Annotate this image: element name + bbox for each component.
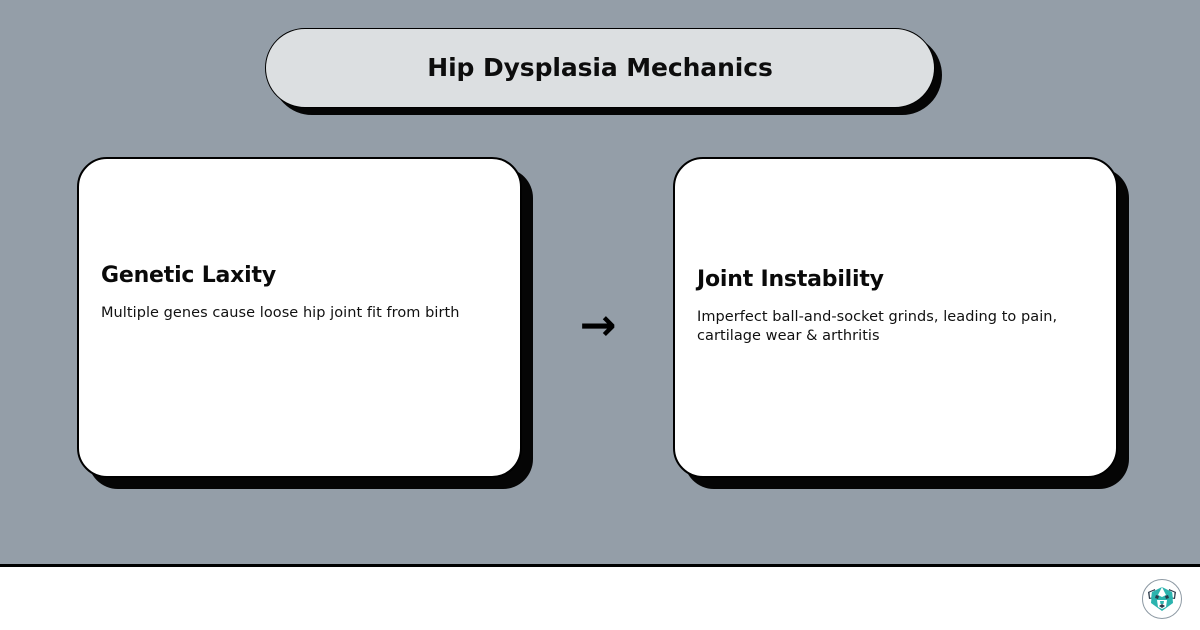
page-title: Hip Dysplasia Mechanics	[427, 53, 773, 83]
flow-card-body: Multiple genes cause loose hip joint fit…	[101, 305, 460, 322]
page-title-pill: Hip Dysplasia Mechanics	[265, 28, 935, 108]
dog-face-logo-icon	[1142, 578, 1182, 619]
flow-card-body: Imperfect ball-and-socket grinds, leadin…	[697, 309, 1058, 344]
flow-card-content: Genetic Laxity Multiple genes cause loos…	[101, 263, 498, 323]
flow-card-heading: Joint Instability	[697, 267, 884, 292]
flow-card-content: Joint Instability Imperfect ball-and-soc…	[697, 267, 1094, 345]
flow-card-joint-instability[interactable]: Joint Instability Imperfect ball-and-soc…	[673, 157, 1118, 478]
flow-card-genetic-laxity[interactable]: Genetic Laxity Multiple genes cause loos…	[77, 157, 522, 478]
footer-bar	[0, 564, 1200, 630]
arrow-right-icon: →	[579, 300, 617, 351]
flow-card-heading: Genetic Laxity	[101, 263, 276, 288]
